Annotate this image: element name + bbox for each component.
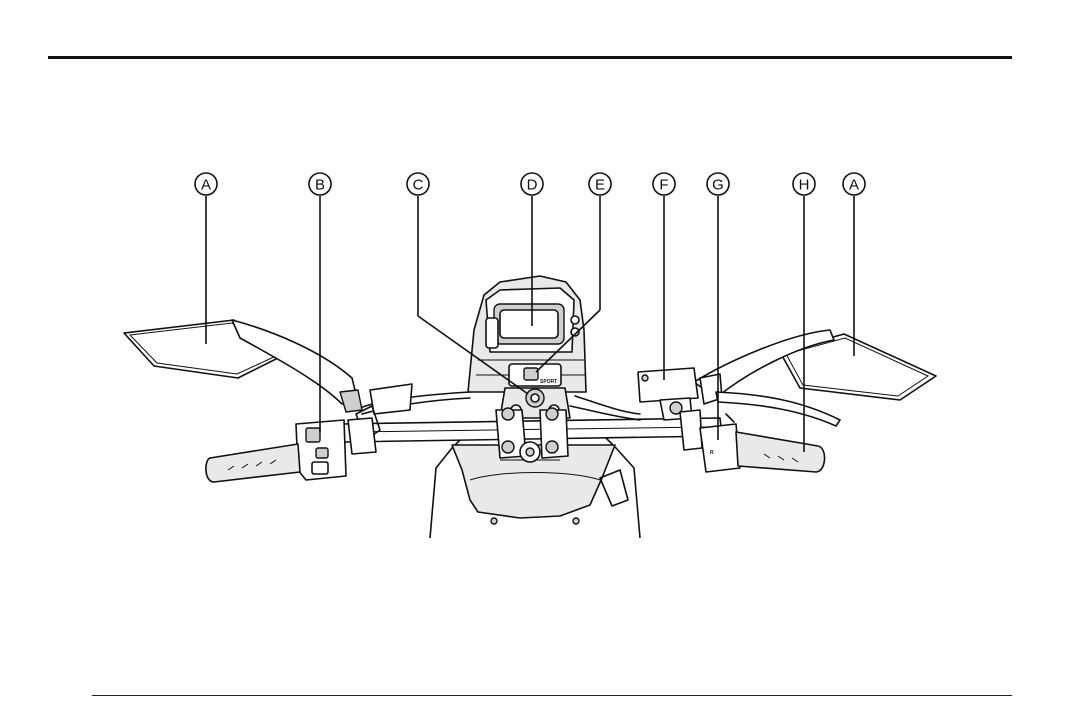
callout-d: D (521, 173, 543, 195)
callout-g: G (707, 173, 729, 195)
right-switch-glyph: R (710, 450, 714, 456)
mode-switch-label: SPORT (540, 379, 557, 385)
left-grip (206, 444, 300, 482)
callouts: A B C D E F G H (195, 173, 865, 195)
right-grip (736, 432, 825, 472)
callout-f: F (653, 173, 675, 195)
right-lever (716, 392, 840, 426)
mode-switch-panel: SPORT (509, 364, 561, 386)
left-mirror (124, 320, 362, 412)
handlebar (340, 418, 722, 442)
callout-d-letter: D (527, 177, 538, 194)
callout-e: E (589, 173, 611, 195)
left-switch-button (306, 428, 320, 442)
callout-f-letter: F (659, 177, 668, 194)
fairing-bolt-left (491, 518, 497, 524)
mode-switch-button (524, 368, 538, 380)
callout-h: H (793, 173, 815, 195)
callout-b-letter: B (315, 177, 325, 194)
callout-a-left-letter: A (201, 177, 211, 194)
callout-e-letter: E (595, 177, 605, 194)
callout-b: B (309, 173, 331, 195)
callout-a-right: A (843, 173, 865, 195)
left-switch-gear (296, 420, 346, 480)
callout-a-left: A (195, 173, 217, 195)
callout-h-letter: H (799, 177, 810, 194)
callout-a-right-letter: A (849, 177, 859, 194)
callout-c-letter: C (413, 177, 424, 194)
callout-c: C (407, 173, 429, 195)
fairing-bolt-right (573, 518, 579, 524)
callout-g-letter: G (712, 177, 724, 194)
